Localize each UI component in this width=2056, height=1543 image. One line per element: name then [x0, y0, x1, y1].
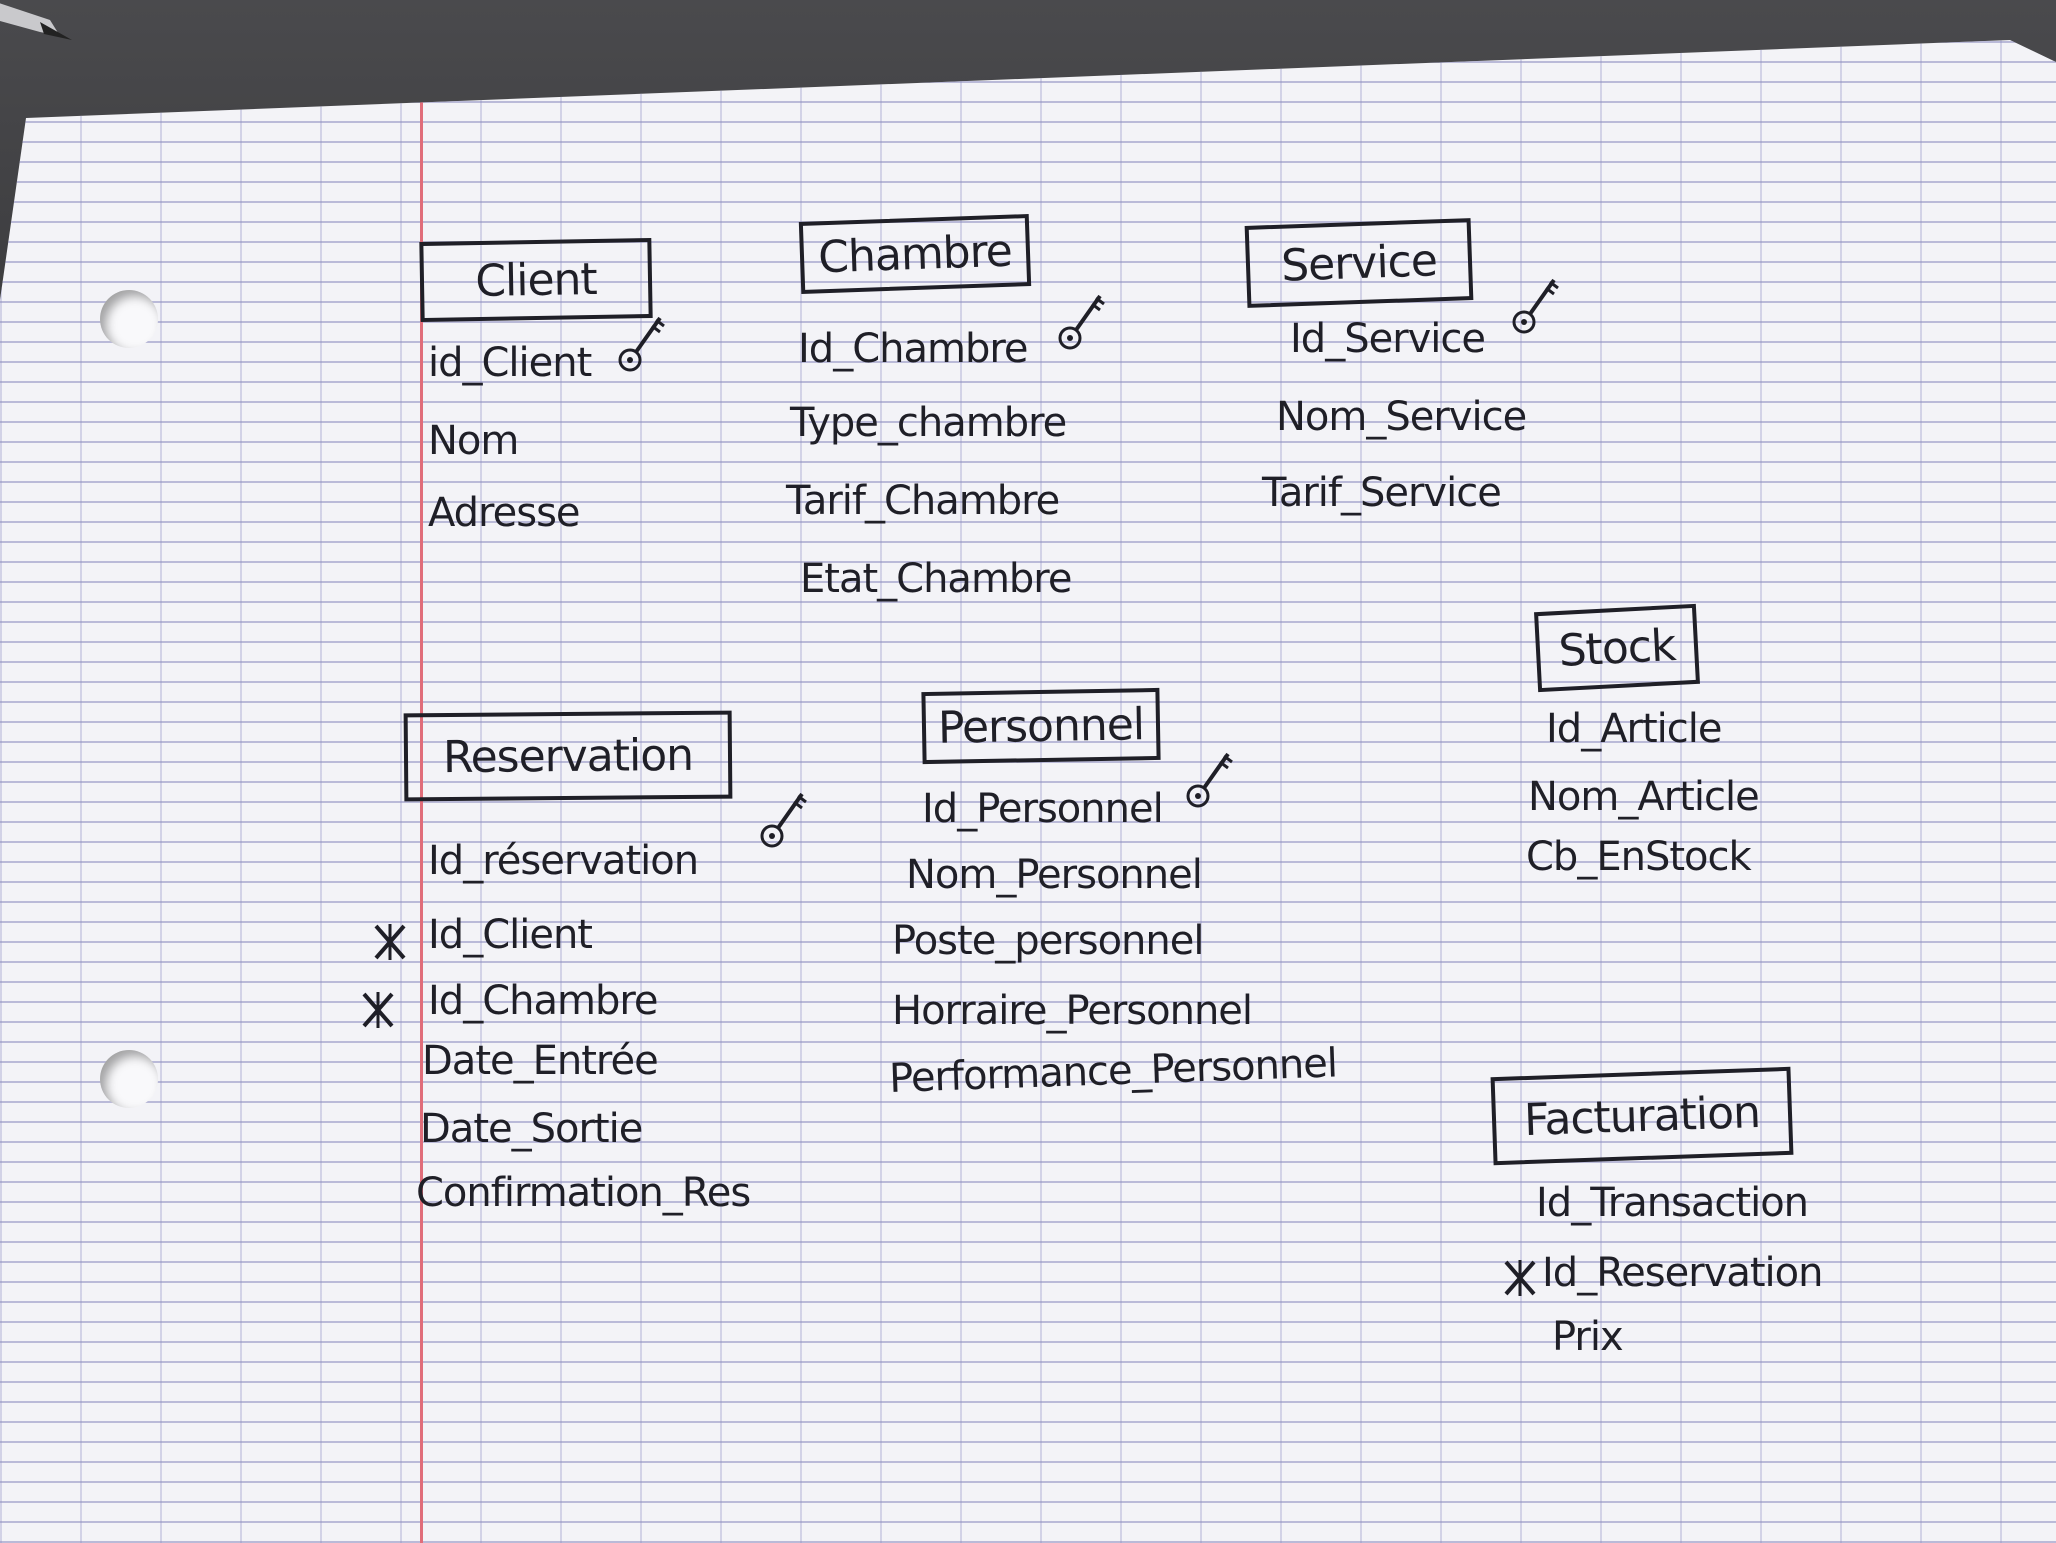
reservation-attr-id-client: Id_Client — [428, 912, 593, 958]
entity-client-title: Client — [474, 253, 598, 307]
service-attr-tarif: Tarif_Service — [1262, 470, 1502, 516]
entity-personnel-title-box: Personnel — [921, 687, 1161, 765]
client-attr-id: id_Client — [428, 340, 592, 386]
reservation-attr-date-entree: Date_Entrée — [422, 1038, 659, 1084]
binder-hole-bottom — [100, 1050, 158, 1108]
facturation-attr-prix: Prix — [1552, 1314, 1624, 1360]
entity-service-title-box: Service — [1244, 218, 1474, 308]
personnel-attr-horraire: Horraire_Personnel — [892, 988, 1253, 1034]
reservation-attr-date-sortie: Date_Sortie — [420, 1106, 643, 1152]
entity-stock-title-box: Stock — [1534, 603, 1700, 693]
client-attr-adresse: Adresse — [428, 490, 581, 536]
entity-facturation-title-box: Facturation — [1490, 1066, 1794, 1166]
key-icon — [1512, 278, 1559, 334]
facturation-attr-id-reservation: Id_Reservation — [1542, 1250, 1823, 1296]
entity-reservation-title: Reservation — [442, 729, 694, 783]
entity-chambre-title: Chambre — [817, 225, 1013, 283]
entity-service-title: Service — [1280, 234, 1438, 292]
asterisk-icon — [374, 924, 406, 960]
entity-reservation-title-box: Reservation — [403, 710, 733, 802]
personnel-attr-poste: Poste_personnel — [892, 918, 1204, 964]
chambre-attr-etat: Etat_Chambre — [800, 556, 1072, 602]
entity-personnel-title: Personnel — [937, 698, 1145, 754]
key-icon — [1058, 294, 1105, 350]
chambre-attr-tarif: Tarif_Chambre — [786, 478, 1060, 524]
chambre-attr-id: Id_Chambre — [798, 326, 1029, 372]
client-attr-nom: Nom — [428, 418, 519, 464]
stock-attr-nom: Nom_Article — [1528, 774, 1760, 820]
entity-stock-title: Stock — [1557, 619, 1677, 677]
facturation-attr-id: Id_Transaction — [1536, 1180, 1809, 1226]
service-attr-nom: Nom_Service — [1276, 394, 1527, 440]
reservation-attr-confirmation: Confirmation_Res — [416, 1170, 751, 1216]
asterisk-icon — [362, 992, 394, 1028]
chambre-attr-type: Type_chambre — [790, 400, 1067, 446]
stock-attr-id: Id_Article — [1546, 706, 1723, 752]
reservation-attr-id: Id_réservation — [428, 838, 699, 884]
stock-attr-quantite: Cb_EnStock — [1526, 834, 1752, 880]
key-icon — [1186, 752, 1233, 808]
key-icon — [760, 792, 807, 848]
reservation-attr-id-chambre: Id_Chambre — [428, 978, 659, 1024]
personnel-attr-nom: Nom_Personnel — [906, 852, 1203, 898]
key-icon — [618, 316, 665, 372]
margin-line — [420, 40, 423, 1543]
entity-facturation-title: Facturation — [1523, 1086, 1761, 1146]
personnel-attr-performance: Performance_Personnel — [888, 1040, 1338, 1102]
asterisk-icon — [1504, 1260, 1536, 1296]
entity-client-title-box: Client — [419, 237, 653, 323]
personnel-attr-id: Id_Personnel — [922, 786, 1164, 832]
entity-chambre-title-box: Chambre — [798, 214, 1032, 294]
binder-hole-top — [100, 290, 158, 348]
service-attr-id: Id_Service — [1290, 316, 1486, 362]
pen-tip — [0, 3, 72, 40]
